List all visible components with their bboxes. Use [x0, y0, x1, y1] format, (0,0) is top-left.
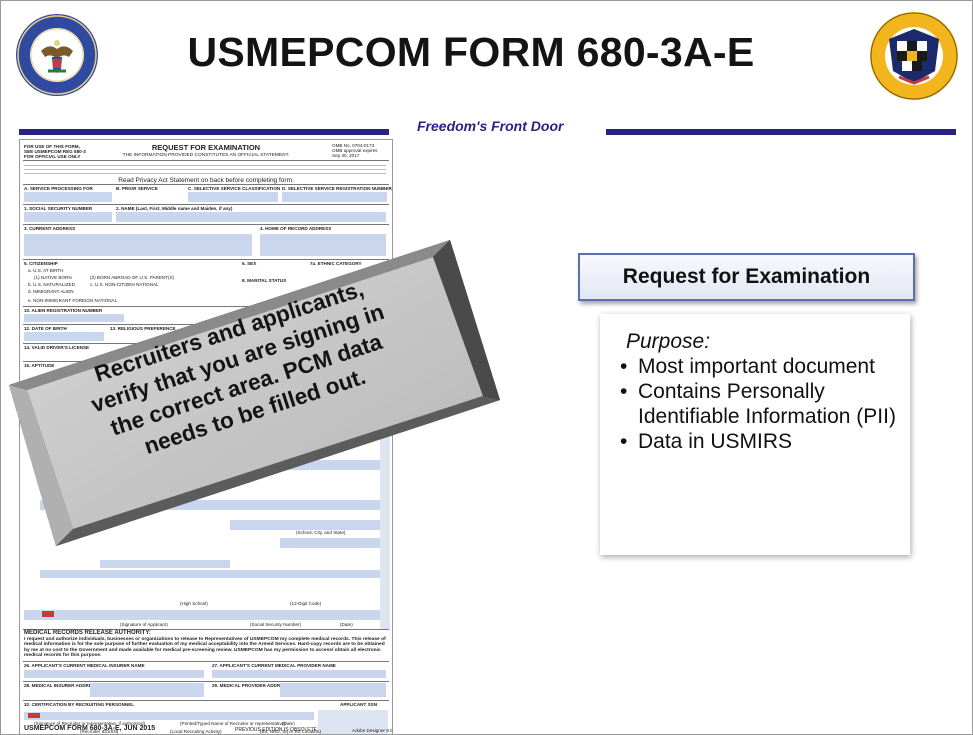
form-header-left-1: FOR USE OF THIS FORM,	[24, 144, 80, 149]
purpose-bullet-text: Data in USMIRS	[638, 430, 793, 453]
form-field-b: B. PRIOR SERVICE	[116, 186, 158, 191]
sig-label-applicant: (Signature of Applicant)	[120, 622, 168, 627]
purpose-bullet-text: Most important document	[638, 355, 875, 378]
citizenship-opt-2: (1) NATIVE BORN	[34, 275, 72, 280]
usmepcom-seal-icon	[870, 12, 958, 100]
header-rule-left	[19, 129, 389, 135]
sig-label-code: (12-Digit Code)	[290, 601, 322, 606]
form-field-marital: 8. MARITAL STATUS	[242, 278, 287, 283]
medical-release-text: I request and authorize individuals, bus…	[24, 637, 386, 658]
form-field-a: A. SERVICE PROCESSING FOR	[24, 186, 93, 191]
recruiter-label-signature: (Signature of Recruiter or representativ…	[34, 721, 146, 726]
form-field-sex: 6. SEX	[242, 261, 257, 266]
form-title: REQUEST FOR EXAMINATION	[151, 143, 261, 152]
form-footer-left: USMEPCOM FORM 680-3A-E, JUN 2015	[24, 725, 156, 732]
form-680-3a-e-image: FOR USE OF THIS FORM, SEE USMEPCOM REG 6…	[19, 139, 393, 734]
form-field-religion: 13. RELIGIOUS PREFERENCE	[110, 326, 176, 331]
form-field-home-address: 4. HOME OF RECORD ADDRESS	[260, 226, 332, 231]
page-title: USMEPCOM FORM 680-3A-E	[187, 29, 755, 75]
form-field-name: 2. NAME (Last, First, Middle name and Ma…	[116, 206, 233, 211]
tagline: Freedom's Front Door	[417, 118, 564, 134]
sig-label-high-school: (High School)	[180, 601, 208, 606]
citizenship-opt-6: d. IMMIGRANT ALIEN	[28, 289, 74, 294]
medical-release-title: MEDICAL RECORDS RELEASE AUTHORITY:	[24, 630, 151, 636]
form-field-certification: 32. CERTIFICATION BY RECRUITING PERSONNE…	[24, 702, 135, 707]
form-field-insurer: 26. APPLICANT'S CURRENT MEDICAL INSURER …	[24, 663, 145, 668]
sig-label-school-1: (School, City, and State)	[296, 530, 346, 535]
form-field-alien: 10. ALIEN REGISTRATION NUMBER	[24, 308, 103, 313]
request-for-examination-box: Request for Examination	[578, 253, 915, 301]
form-header-left-3: FOR OFFICIAL USE ONLY	[24, 154, 81, 159]
form-field-applicant-ssn: APPLICANT SSN	[340, 702, 378, 707]
form-footer-right: Adobe Designer 9.0	[352, 728, 393, 733]
sig-label-ssn: (Social Security Number)	[250, 622, 302, 627]
form-field-provider: 27. APPLICANT'S CURRENT MEDICAL PROVIDER…	[212, 663, 336, 668]
purpose-bullet: •Contains Personally Identifiable Inform…	[620, 380, 896, 428]
form-field-license: 14. VALID DRIVER'S LICENSE	[24, 345, 90, 350]
purpose-list: •Most important document •Contains Perso…	[610, 354, 900, 454]
recruiter-label-id: (Recruiter ID/SSN)	[80, 729, 119, 734]
form-footer-mid: PREVIOUS EDITION IS OBSOLETE.	[235, 727, 319, 733]
form-field-d: D. SELECTIVE SERVICE REGISTRATION NUMBER	[282, 186, 392, 191]
purpose-bullet-text: Contains Personally Identifiable Informa…	[638, 380, 896, 428]
form-privacy-note: Read Privacy Act Statement on back befor…	[118, 177, 294, 184]
usmepcom-seal	[869, 11, 959, 101]
recruiter-label-name: (Printed/Typed Name of Recruiter or repr…	[180, 721, 286, 726]
form-field-c: C. SELECTIVE SERVICE CLASSIFICATION	[188, 186, 281, 191]
citizenship-opt-4: b. U.S. NATURALIZED	[28, 282, 75, 287]
dod-seal	[15, 13, 99, 97]
citizenship-opt-5: c. U.S. NON-CITIZEN NATIONAL	[90, 282, 159, 287]
form-header-left-2: SEE USMEPCOM REG 680-3	[24, 149, 86, 154]
citizenship-opt-3: (2) BORN ABROAD OF U.S. PARENT(S)	[90, 275, 175, 280]
dod-seal-icon	[16, 14, 98, 96]
purpose-bullet: •Most important document	[620, 355, 875, 378]
form-field-insurer-address: 28. MEDICAL INSURER ADDRESS	[24, 683, 99, 688]
form-field-ethnic: 7a. ETHNIC CATEGORY	[310, 261, 362, 266]
recruiter-label-date: (Date)	[282, 721, 295, 726]
purpose-title: Purpose:	[626, 330, 711, 353]
form-field-current-address: 3. CURRENT ADDRESS	[24, 226, 76, 231]
sig-label-date: (Date)	[340, 622, 353, 627]
recruiter-label-activity: (Local Recruiting Activity)	[170, 729, 222, 734]
form-header-right-1: OMB No. 0704-0173	[332, 143, 375, 148]
form-field-dob: 12. DATE OF BIRTH	[24, 326, 67, 331]
purpose-box: Purpose: •Most important document •Conta…	[600, 314, 910, 555]
form-subtitle: THE INFORMATION PROVIDED CONSTITUTES AN …	[122, 153, 290, 158]
form-field-provider-address: 29. MEDICAL PROVIDER ADDRESS	[212, 683, 290, 688]
citizenship-opt-1: a. U.S. AT BIRTH	[28, 268, 64, 273]
form-header-right-3: Sep 30, 2017	[332, 153, 360, 158]
form-field-citizenship: 5. CITIZENSHIP	[24, 261, 58, 266]
purpose-bullet: •Data in USMIRS	[620, 430, 793, 453]
form-field-aptitude: 15. APTITUDE	[24, 363, 55, 368]
recruiter-label-location: (Bn, NRD, Sq or RS Location)	[260, 729, 322, 734]
form-field-ssn: 1. SOCIAL SECURITY NUMBER	[24, 206, 93, 211]
citizenship-opt-7: e. NON-IMMIGRANT FOREIGN NATIONAL	[28, 298, 118, 303]
form-header-right-2: OMB approval expires	[332, 148, 378, 153]
header-rule-right	[606, 129, 956, 135]
